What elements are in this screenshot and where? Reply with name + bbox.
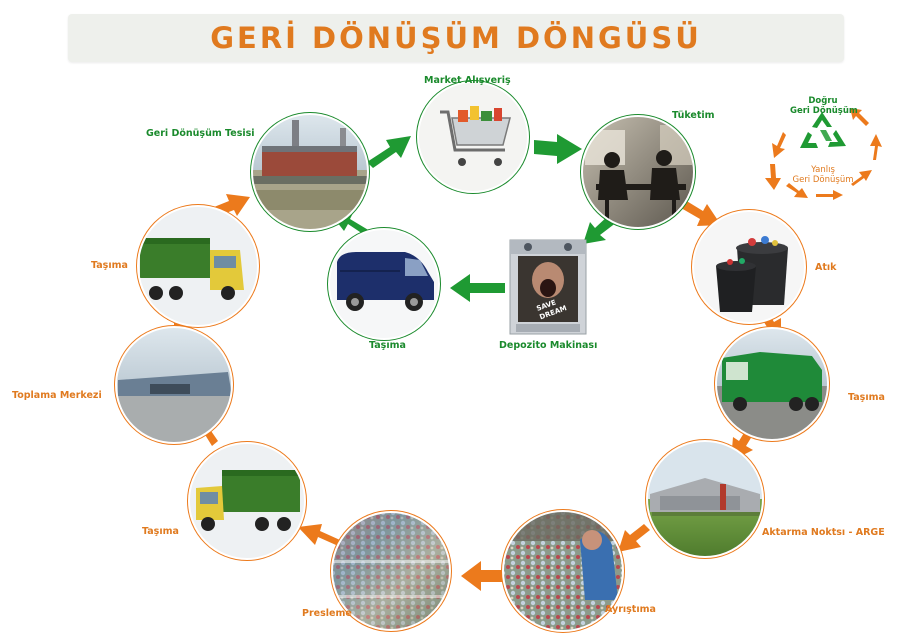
label-toplama: Toplama Merkezi [12,390,102,401]
label-tasima-1: Taşıma [848,392,885,403]
node-tasima-1 [714,326,830,442]
wrong-recycling-ring [765,108,882,200]
label-tasima-van: Taşıma [369,340,406,351]
node-tasima-van [327,227,441,341]
arrow-presleme-to-tasima [298,524,340,545]
legend-wrong-line-1: Yanlış [811,165,835,175]
arrow-ayristirma-to-presleme [461,561,503,591]
arrow-market-to-tuketim [534,134,582,164]
label-tesis: Geri Dönüşüm Tesisi [146,128,255,139]
label-ayristirma: Ayrıştıma [605,604,656,615]
label-tasima-2: Taşıma [142,526,179,537]
node-atik [691,209,807,325]
label-market: Market Alışveriş [424,75,511,86]
label-presleme: Presleme [302,608,352,619]
legend-correct-line-2: Geri Dönüşüm [790,106,858,116]
recycle-icon [800,112,846,148]
node-depozito: SAVE DREAM [509,239,587,335]
legend-wrong-line-2: Geri Dönüşüm [792,175,854,185]
arrow-depozito-to-van [450,274,505,302]
node-presleme [330,510,452,632]
shopping-cart-icon [440,106,511,166]
title-banner: GERİ DÖNÜŞÜM DÖNGÜSÜ [68,14,844,62]
node-toplama [114,325,234,445]
node-tasima-2 [187,441,307,561]
trash-bin-icon [716,236,788,312]
legend [765,108,882,200]
label-tuketim: Tüketim [672,110,715,121]
legend-correct-line-1: Doğru [808,96,838,106]
node-aktarma [645,439,765,559]
arrow-tesis-to-market [367,136,411,168]
node-tuketim [580,114,696,230]
arrow-aktarma-to-ayristirma [618,524,650,552]
legend-wrong-label: Yanlış Geri Dönüşüm [790,165,856,185]
arrow-tuketim-to-atik [681,200,721,226]
label-atik: Atık [815,262,837,273]
node-tasima-3 [136,204,260,328]
label-depozito: Depozito Makinası [499,340,598,351]
label-tasima-3: Taşıma [91,260,128,271]
legend-correct-label: Doğru Geri Dönüşüm [790,96,858,116]
people-silhouette [596,150,686,220]
node-ayristirma [501,509,625,633]
label-aktarma: Aktarma Noktsı - ARGE [762,527,885,538]
node-market [416,80,530,194]
node-tesis [250,112,370,232]
van-icon [337,252,434,311]
page-title: GERİ DÖNÜŞÜM DÖNGÜSÜ [210,21,702,55]
